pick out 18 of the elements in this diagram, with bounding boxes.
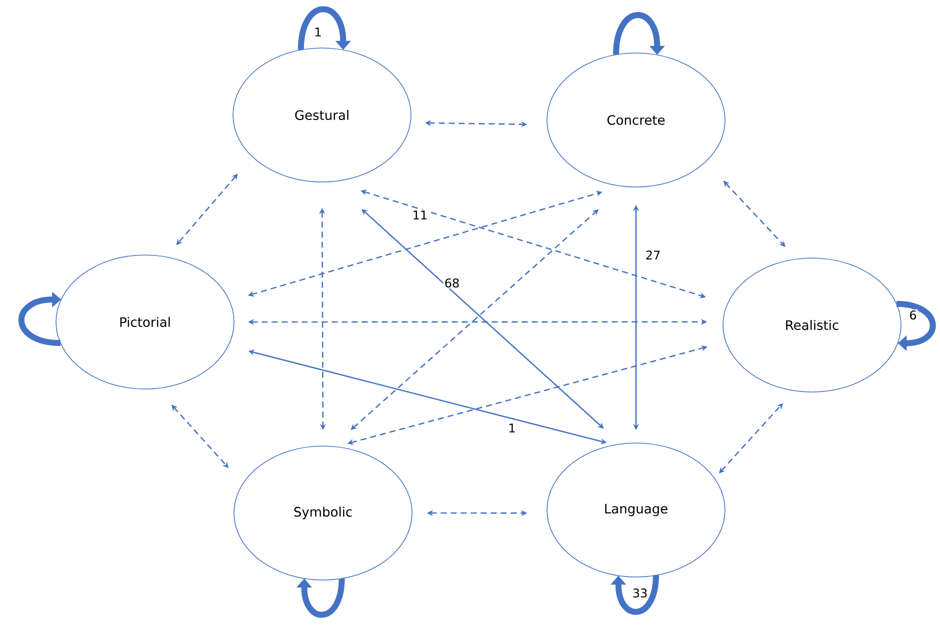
ellipse-node: Language	[546, 442, 726, 578]
ellipse-node: Gestural	[232, 48, 412, 182]
edge-label: 11	[411, 210, 429, 220]
edge-label: 6	[908, 309, 918, 321]
loop-arrow	[896, 300, 936, 351]
loop-arrow	[610, 575, 659, 615]
edge-label: 1	[507, 422, 517, 434]
ellipse-node: Symbolic	[234, 446, 412, 580]
edge-label: 33	[631, 587, 649, 599]
edge-label: 1	[313, 26, 323, 38]
ellipse-node: Realistic	[722, 258, 902, 392]
loop-arrow	[296, 578, 345, 618]
edge-label: 68	[443, 277, 461, 289]
ellipse-node: Concrete	[546, 52, 726, 188]
loop-arrow	[298, 6, 351, 50]
edge-label: 27	[644, 250, 662, 260]
loop-arrow	[613, 12, 665, 55]
ellipse-node: Pictorial	[56, 254, 234, 390]
